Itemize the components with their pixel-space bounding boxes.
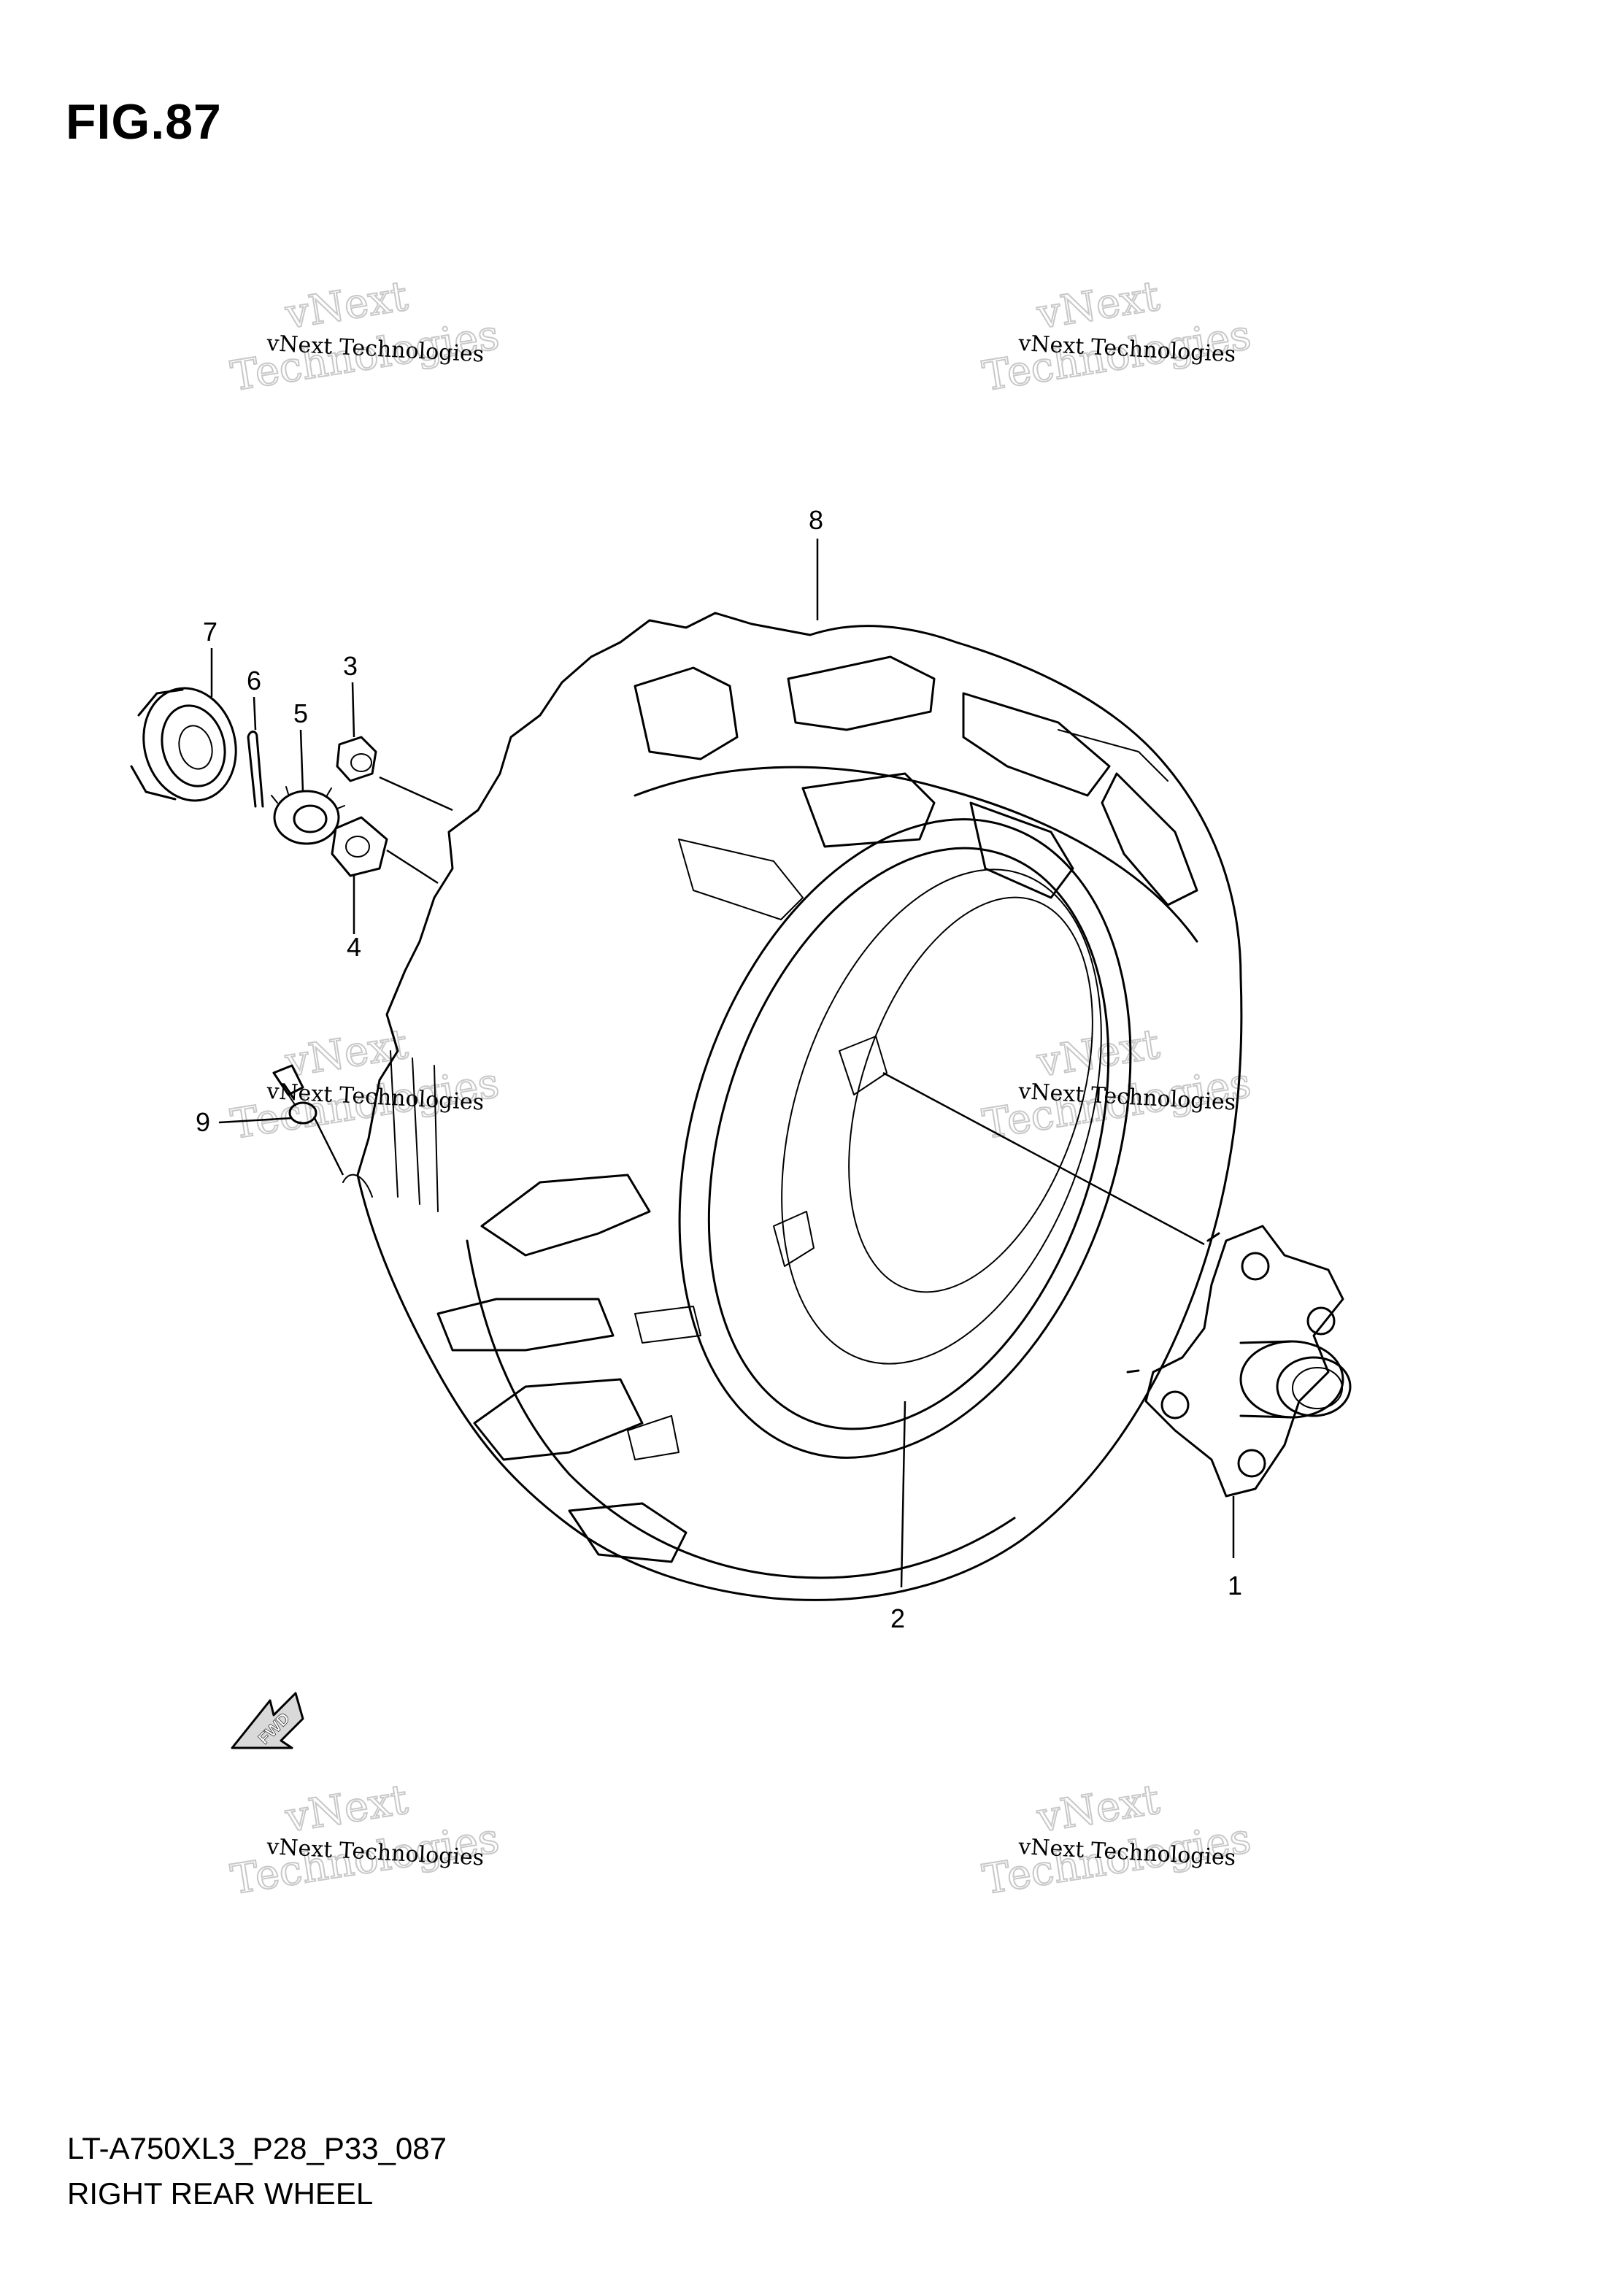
sidewall-texture bbox=[342, 1050, 439, 1212]
watermark: Technologies vNext vNext Technologies bbox=[227, 271, 503, 401]
hub-stud bbox=[1160, 1390, 1190, 1419]
watermark: Technologies vNext vNext Technologies bbox=[979, 1020, 1255, 1149]
callout-8: 8 bbox=[809, 505, 823, 535]
hub-spindle-face bbox=[1276, 1356, 1352, 1417]
rim-hub-face-lower bbox=[773, 1211, 815, 1267]
tire-outer-outline bbox=[356, 612, 1243, 1601]
callout-4: 4 bbox=[347, 932, 361, 962]
valve-stem bbox=[272, 1064, 317, 1125]
tire-wheel-assembly bbox=[342, 612, 1243, 1601]
callout-2: 2 bbox=[890, 1603, 905, 1633]
hub-spindle-sides bbox=[1239, 1340, 1293, 1419]
callouts: 1 2 3 4 5 6 7 8 9 bbox=[196, 505, 1242, 1633]
watermark: Technologies vNext vNext Technologies bbox=[979, 271, 1255, 401]
rim-barrel bbox=[781, 868, 1102, 1365]
washer bbox=[331, 816, 388, 877]
callout-9: 9 bbox=[196, 1107, 210, 1137]
watermark: Technologies vNext vNext Technologies bbox=[979, 1775, 1255, 1905]
rim-back-flange bbox=[848, 896, 1093, 1293]
callout-1: 1 bbox=[1228, 1571, 1242, 1600]
hub-stud-tips bbox=[1126, 1232, 1220, 1374]
watermark: Technologies vNext vNext Technologies bbox=[227, 1775, 503, 1905]
callout-7: 7 bbox=[203, 617, 217, 647]
model-code: LT-A750XL3_P28_P33_087 bbox=[67, 2131, 447, 2165]
callout-5: 5 bbox=[293, 698, 308, 728]
rim-hub-face bbox=[839, 1036, 887, 1095]
figure-title: FIG.87 bbox=[66, 94, 222, 150]
figure-name: RIGHT REAR WHEEL bbox=[67, 2176, 374, 2211]
watermark: Technologies vNext vNext Technologies bbox=[227, 1020, 503, 1149]
rim-outer-lip bbox=[678, 818, 1132, 1459]
hub-stud bbox=[1237, 1449, 1266, 1478]
callout-6: 6 bbox=[247, 666, 261, 696]
rim-inner-lip bbox=[707, 847, 1110, 1430]
tread-lugs-top bbox=[634, 655, 1198, 920]
assembly-lines bbox=[312, 776, 1205, 1246]
hub-cap bbox=[130, 687, 237, 802]
hub-spindle-outer bbox=[1239, 1340, 1344, 1419]
hub-stud bbox=[1306, 1306, 1336, 1336]
forward-direction-arrow-icon: FWD bbox=[231, 1692, 304, 1749]
hub-flange bbox=[1144, 1225, 1344, 1498]
cotter-pin bbox=[247, 731, 264, 808]
nut bbox=[336, 736, 377, 782]
castle-nut bbox=[271, 786, 345, 845]
tread-lower-edge bbox=[466, 1239, 1016, 1579]
tread-lugs-bottom bbox=[436, 1174, 701, 1563]
hub-spindle-bore bbox=[1292, 1367, 1343, 1409]
tread-inner-edge bbox=[634, 766, 1198, 943]
wheel-hub bbox=[1126, 1225, 1352, 1498]
hub-stud bbox=[1241, 1252, 1270, 1281]
callout-3: 3 bbox=[343, 651, 358, 681]
